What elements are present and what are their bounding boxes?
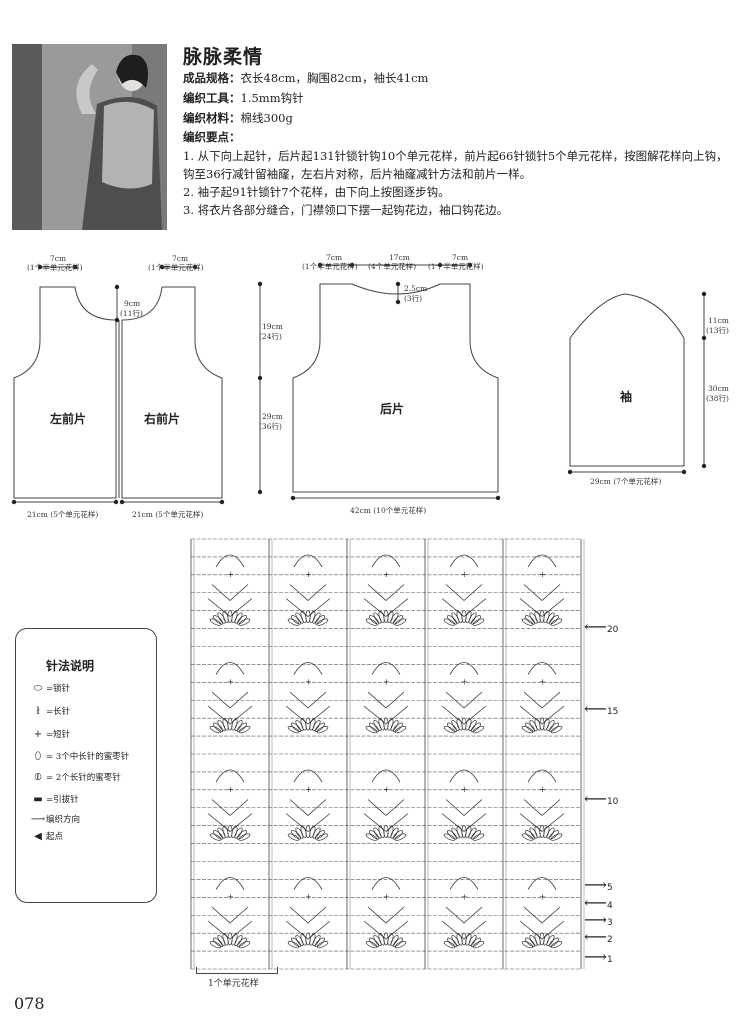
legend-item-sc: +=短针	[30, 728, 70, 740]
sleeve-bottom-dim: 29cm (7个单元花样)	[590, 477, 662, 486]
svg-text:+: +	[539, 893, 546, 902]
front-top-left-sub: (1个半单元花样)	[27, 263, 83, 272]
svg-text:+: +	[305, 785, 312, 794]
legend-item-slip: ▬=引拔针	[30, 793, 78, 805]
left-front-outline	[13, 286, 117, 499]
row-marker-20: ⟵20	[584, 617, 619, 636]
sleeve-label: 袖	[620, 390, 633, 404]
single-crochet-icon: +	[33, 729, 43, 740]
front-top-right-dim: 7cm	[172, 254, 189, 263]
row-marker-1: ⟶1	[584, 947, 613, 966]
svg-text:+: +	[383, 570, 390, 579]
pattern-title: 脉脉柔情	[183, 46, 264, 68]
svg-text:+: +	[383, 678, 390, 687]
instruction-steps: 1. 从下向上起针，后片起131针锁针钩10个单元花样，前片起66针锁针5个单元…	[183, 147, 738, 219]
back-top-a-sub: (1个半单元花样)	[302, 262, 358, 271]
start-point-icon: ◀	[34, 831, 42, 842]
row-marker-4: ⟵4	[584, 893, 613, 912]
double-crochet-icon: ł	[36, 706, 40, 717]
svg-text:+: +	[539, 785, 546, 794]
sleeve-length-sub: (38行)	[706, 394, 729, 403]
back-top-a-dim: 7cm	[326, 253, 343, 262]
front-top-left-dim: 7cm	[50, 254, 67, 263]
sleeve-cap-sub: (13行)	[706, 326, 729, 335]
back-body-dim: 29cm	[262, 412, 283, 421]
front-top-right-sub: (1个半单元花样)	[148, 263, 204, 272]
back-top-b-dim: 17cm	[389, 253, 410, 262]
back-top-c-sub: (1个半单元花样)	[428, 262, 484, 271]
garment-schematic	[11, 262, 707, 505]
back-label: 后片	[380, 402, 405, 416]
legend-item-hdc-puff: ⬯= 3个中长针的蜜枣针	[30, 750, 129, 762]
legend-item-start: ◀起点	[30, 830, 63, 842]
dc-puff-icon: ⦶	[34, 772, 42, 783]
front-bottom-left-dim: 21cm (5个单元花样)	[27, 510, 99, 519]
slip-stitch-icon: ▬	[33, 794, 43, 805]
front-bottom-right-dim: 21cm (5个单元花样)	[132, 510, 204, 519]
front-neck-sub: (11行)	[120, 309, 143, 318]
step-2: 2. 袖子起91针锁针7个花样，由下向上按图逐步钩。	[183, 185, 450, 199]
legend-title: 针法说明	[46, 659, 95, 673]
page-number: 078	[14, 994, 45, 1013]
step-3: 3. 将衣片各部分缝合，门襟领口下摆一起钩花边，袖口钩花边。	[183, 203, 509, 217]
legend-item-dc-puff: ⦶= 2个长针的蜜枣针	[30, 771, 120, 783]
spec-size: 成品规格：衣长48cm，胸围82cm，袖长41cm	[183, 71, 429, 85]
sleeve-length-dim: 30cm	[708, 384, 729, 393]
legend-item-direction: ⟶编织方向	[30, 814, 81, 825]
front-neck-dim: 9cm	[124, 299, 141, 308]
row-marker-3: ⟶3	[584, 910, 613, 929]
back-outline	[292, 283, 499, 493]
unit-bracket	[196, 967, 278, 974]
svg-text:+: +	[461, 785, 468, 794]
hdc-puff-icon: ⬯	[34, 751, 42, 762]
svg-text:+: +	[539, 678, 546, 687]
row-marker-5: ⟶5	[584, 875, 613, 894]
right-front-label: 右前片	[144, 412, 181, 426]
right-front-outline	[121, 286, 223, 499]
back-neck-sub: (3行)	[404, 294, 423, 303]
back-neck-dim: 2.5cm	[404, 284, 428, 293]
crochet-chart: + + + + + + + + + + + + + + + + + + + +	[190, 538, 585, 970]
left-front-label: 左前片	[50, 412, 87, 426]
spec-material: 编织材料：棉线300g	[183, 111, 293, 125]
legend-item-dc: ł=长针	[30, 705, 70, 717]
key-points-label: 编织要点：	[183, 130, 241, 144]
row-marker-10: ⟵10	[584, 789, 619, 808]
svg-text:+: +	[227, 893, 234, 902]
back-armhole-sub: (24行)	[259, 332, 282, 341]
row-marker-15: ⟵15	[584, 699, 619, 718]
svg-text:+: +	[461, 570, 468, 579]
svg-text:+: +	[305, 570, 312, 579]
sleeve-outline	[569, 293, 685, 467]
legend-item-chain: ⬭=锁针	[30, 682, 70, 694]
back-body-sub: (36行)	[259, 422, 282, 431]
svg-text:+: +	[461, 893, 468, 902]
svg-text:+: +	[305, 893, 312, 902]
back-top-b-sub: (4个单元花样)	[368, 262, 417, 271]
arrow-right-icon: ⟶	[30, 814, 46, 825]
unit-label: 1个单元花样	[208, 979, 259, 989]
back-bottom-dim: 42cm (10个单元花样)	[350, 506, 427, 515]
stitch-legend: 针法说明 ⬭=锁针 ł=长针 +=短针 ⬯= 3个中长针的蜜枣针 ⦶= 2个长针…	[15, 628, 157, 903]
svg-text:+: +	[227, 678, 234, 687]
back-armhole-dim: 19cm	[262, 322, 283, 331]
row-marker-2: ⟵2	[584, 927, 613, 946]
back-top-c-dim: 7cm	[452, 253, 469, 262]
svg-text:+: +	[461, 678, 468, 687]
spec-tool: 编织工具：1.5mm钩针	[183, 91, 304, 105]
svg-text:+: +	[383, 893, 390, 902]
sleeve-cap-dim: 11cm	[708, 316, 729, 325]
svg-text:+: +	[227, 785, 234, 794]
svg-text:+: +	[305, 678, 312, 687]
svg-text:+: +	[539, 570, 546, 579]
svg-text:+: +	[227, 570, 234, 579]
svg-text:+: +	[383, 785, 390, 794]
chain-stitch-icon: ⬭	[33, 683, 43, 694]
model-photo	[12, 44, 167, 230]
step-1: 1. 从下向上起针，后片起131针锁针钩10个单元花样，前片起66针锁针5个单元…	[183, 149, 728, 181]
